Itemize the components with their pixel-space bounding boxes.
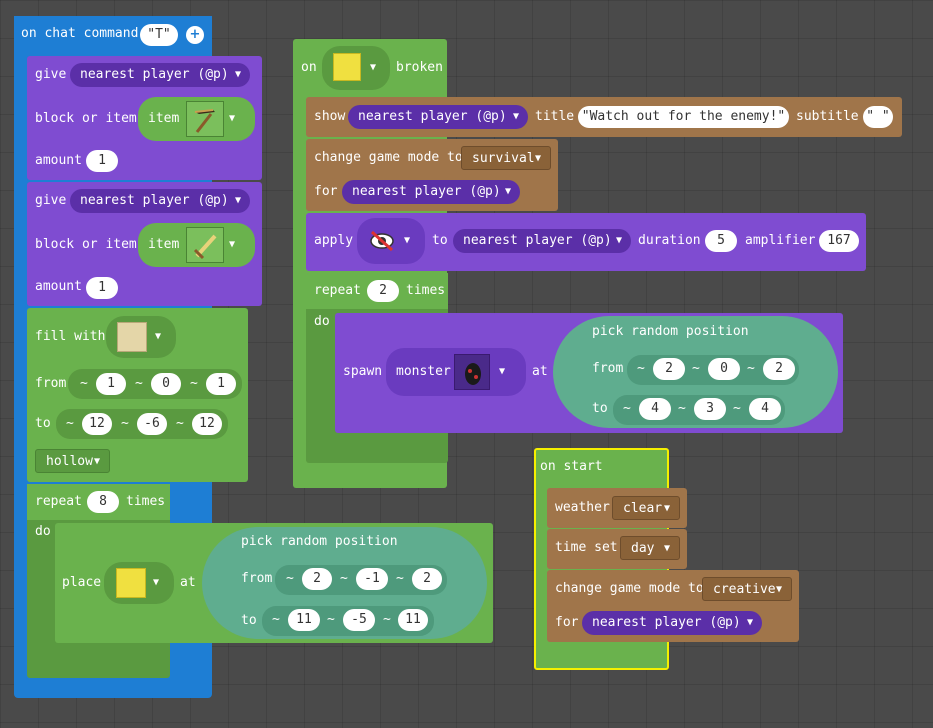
place-label: place	[62, 575, 102, 590]
chevron-down-icon[interactable]: ▼	[229, 239, 236, 250]
sword-icon[interactable]	[186, 227, 224, 263]
pick-random-position-label: pick random position	[241, 534, 398, 549]
show-label: show	[314, 109, 346, 124]
to-label: to	[592, 401, 608, 416]
pick-random-position-label: pick random position	[592, 324, 749, 339]
to-label: to	[432, 233, 448, 248]
to-x-input[interactable]: 11	[288, 609, 320, 631]
player-dropdown[interactable]: nearest player (@p)▼	[453, 229, 631, 253]
chat-command-header: on chat command	[21, 26, 139, 41]
player-dropdown[interactable]: nearest player (@p)▼	[348, 105, 528, 129]
amount-input[interactable]: 1	[86, 150, 118, 172]
game-mode-dropdown[interactable]: survival▼	[461, 146, 551, 170]
at-label: at	[180, 575, 196, 590]
amount-input[interactable]: 1	[86, 277, 118, 299]
chevron-down-icon[interactable]: ▼	[404, 235, 411, 246]
chevron-down-icon[interactable]: ▼	[499, 366, 506, 377]
time-set-label: time set	[555, 540, 618, 555]
on-start-label: on start	[540, 459, 603, 474]
repeat-label: repeat	[314, 283, 361, 298]
at-label: at	[532, 364, 548, 379]
weather-dropdown[interactable]: clear▼	[612, 496, 680, 520]
player-dropdown[interactable]: nearest player (@p)▼	[342, 180, 520, 204]
chevron-down-icon[interactable]: ▼	[229, 113, 236, 124]
for-label: for	[555, 615, 579, 630]
time-dropdown[interactable]: day▼	[620, 536, 680, 560]
to-x-input[interactable]: 4	[639, 398, 671, 420]
do-label: do	[314, 314, 330, 329]
change-game-mode-label: change game mode to	[555, 581, 704, 596]
subtitle-label: subtitle	[796, 109, 859, 124]
to-y-input[interactable]: 3	[694, 398, 726, 420]
duration-label: duration	[638, 233, 701, 248]
give-label: give	[35, 67, 67, 82]
pickaxe-icon[interactable]	[186, 101, 224, 137]
amplifier-input[interactable]: 167	[819, 230, 859, 252]
block-or-item-label: block or item	[35, 111, 137, 126]
from-y-input[interactable]: 0	[708, 358, 740, 380]
repeat-label: repeat	[35, 494, 82, 509]
change-game-mode-label: change game mode to	[314, 150, 463, 165]
from-x-input[interactable]: 2	[653, 358, 685, 380]
from-z-input[interactable]: 2	[412, 568, 442, 590]
amount-label: amount	[35, 153, 82, 168]
gold-block-icon[interactable]	[333, 53, 361, 81]
chevron-down-icon[interactable]: ▼	[155, 331, 162, 342]
fill-with-label: fill with	[35, 329, 106, 344]
to-y-input[interactable]: -5	[343, 609, 375, 631]
from-y-input[interactable]: 0	[151, 373, 181, 395]
duration-input[interactable]: 5	[705, 230, 737, 252]
to-label: to	[241, 613, 257, 628]
to-z-input[interactable]: 12	[192, 413, 222, 435]
spawn-label: spawn	[343, 364, 383, 379]
from-label: from	[592, 361, 624, 376]
to-label: to	[35, 416, 51, 431]
title-input[interactable]: "Watch out for the enemy!"	[578, 106, 789, 128]
apply-label: apply	[314, 233, 354, 248]
player-dropdown[interactable]: nearest player (@p)▼	[582, 611, 762, 635]
from-y-input[interactable]: -1	[356, 568, 388, 590]
to-x-input[interactable]: 12	[82, 413, 112, 435]
times-label: times	[406, 283, 446, 298]
to-y-input[interactable]: -6	[137, 413, 167, 435]
to-z-input[interactable]: 11	[398, 609, 428, 631]
repeat-count-input[interactable]: 8	[87, 491, 119, 513]
chevron-down-icon[interactable]: ▼	[370, 62, 377, 73]
title-label: title	[535, 109, 575, 124]
chevron-down-icon[interactable]: ▼	[153, 577, 160, 588]
player-dropdown[interactable]: nearest player (@p)▼	[70, 63, 250, 87]
times-label: times	[126, 494, 166, 509]
amount-label: amount	[35, 279, 82, 294]
from-label: from	[35, 376, 67, 391]
broken-label: broken	[396, 60, 443, 75]
repeat-count-input[interactable]: 2	[367, 280, 399, 302]
give-label: give	[35, 193, 67, 208]
from-x-input[interactable]: 1	[96, 373, 126, 395]
fill-mode-dropdown[interactable]: hollow▼	[35, 449, 110, 473]
from-z-input[interactable]: 1	[206, 373, 236, 395]
spawn-egg-icon[interactable]	[454, 354, 490, 390]
gold-block-icon[interactable]	[116, 568, 146, 598]
to-z-input[interactable]: 4	[749, 398, 781, 420]
do-label: do	[35, 524, 51, 539]
from-label: from	[241, 571, 273, 586]
monster-label: monster	[396, 364, 451, 379]
for-label: for	[314, 184, 338, 199]
block-or-item-label: block or item	[35, 237, 137, 252]
amplifier-label: amplifier	[745, 233, 816, 248]
from-x-input[interactable]: 2	[302, 568, 332, 590]
sandstone-block-icon[interactable]	[117, 322, 147, 352]
weather-label: weather	[555, 500, 610, 515]
item-label: item	[148, 111, 180, 126]
add-icon[interactable]: +	[186, 26, 204, 44]
chat-command-value[interactable]: "T"	[140, 24, 178, 46]
on-label: on	[301, 60, 317, 75]
game-mode-dropdown[interactable]: creative▼	[702, 577, 792, 601]
player-dropdown[interactable]: nearest player (@p)▼	[70, 189, 250, 213]
subtitle-input[interactable]: " "	[863, 106, 893, 128]
from-z-input[interactable]: 2	[763, 358, 795, 380]
blindness-effect-icon[interactable]	[368, 228, 396, 254]
item-label: item	[148, 237, 180, 252]
